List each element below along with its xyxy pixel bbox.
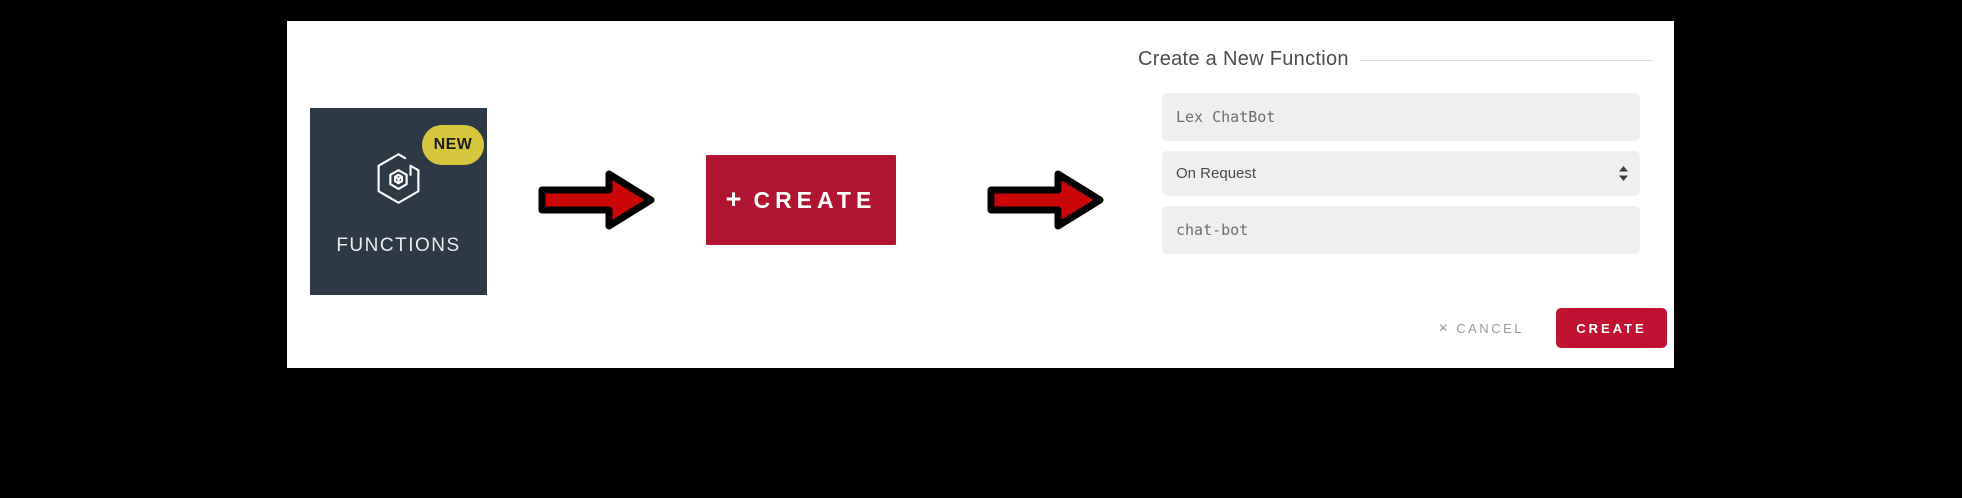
cancel-button[interactable]: ✕ CANCEL: [1432, 320, 1530, 337]
new-badge-label: NEW: [433, 136, 473, 153]
function-name-input[interactable]: Lex ChatBot: [1162, 93, 1640, 141]
create-function-button[interactable]: + CREATE: [706, 155, 896, 245]
functions-hexagon-icon: [377, 153, 420, 204]
new-badge: NEW: [422, 125, 484, 165]
submit-create-button[interactable]: CREATE: [1556, 308, 1667, 348]
title-divider: [1360, 60, 1653, 61]
cancel-button-label: CANCEL: [1456, 320, 1524, 336]
create-button-label: CREATE: [753, 186, 877, 213]
plus-icon: +: [725, 183, 742, 214]
trigger-select[interactable]: On Request: [1162, 151, 1640, 196]
function-name-value: Lex ChatBot: [1176, 108, 1276, 126]
functions-create-flow-panel: NEW FUNCTIONS + CREATE Create a New Fun: [287, 21, 1674, 368]
close-icon: ✕: [1438, 321, 1449, 335]
select-stepper-icon: [1619, 166, 1628, 181]
function-slug-input[interactable]: chat-bot: [1162, 206, 1640, 254]
functions-tile-label: FUNCTIONS: [336, 235, 461, 256]
function-slug-value: chat-bot: [1176, 221, 1249, 239]
form-actions: ✕ CANCEL CREATE: [1432, 308, 1667, 348]
form-title: Create a New Function: [1138, 48, 1349, 70]
trigger-select-value: On Request: [1176, 165, 1257, 182]
arrow-right-icon: [987, 170, 1104, 230]
create-function-form: Lex ChatBot On Request chat-bot: [1162, 93, 1640, 254]
functions-tile[interactable]: NEW FUNCTIONS: [310, 108, 487, 295]
arrow-right-icon: [538, 170, 655, 230]
